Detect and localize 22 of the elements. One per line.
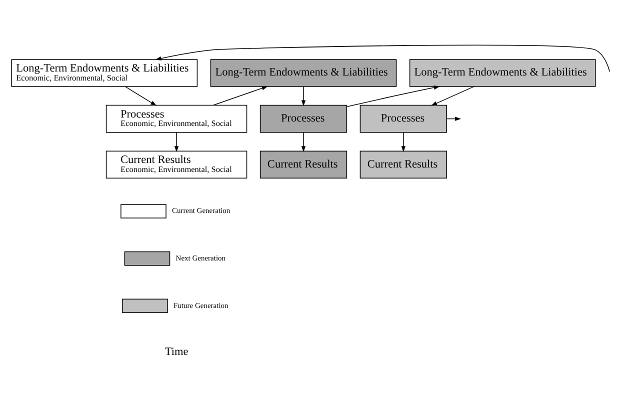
node-box: Long-Term Endowments & Liabilities Economic, Environmental, Social — [11, 59, 198, 87]
arrow — [346, 86, 440, 108]
arrow — [301, 132, 306, 152]
arrow — [301, 86, 306, 106]
legend-label: Future Generation — [174, 300, 228, 310]
arrow — [124, 86, 157, 106]
node-box: Long-Term Endowments & Liabilities — [210, 59, 397, 87]
node-box: Current Results Economic, Environmental, Social — [106, 150, 248, 179]
arrow — [155, 44, 610, 72]
node-box: Processes Economic, Environmental, Social — [106, 104, 248, 133]
node-box: Processes — [260, 104, 348, 133]
arrow — [212, 86, 268, 106]
node-box: Current Results — [260, 150, 348, 179]
node-box: Processes — [360, 104, 447, 133]
arrow — [401, 132, 406, 152]
arrow — [174, 132, 179, 152]
arrow — [431, 86, 474, 106]
label: Time — [164, 346, 188, 358]
legend-label: Next Generation — [176, 253, 226, 262]
node-box: Long-Term Endowments & Liabilities — [409, 59, 596, 87]
legend-label: Current Generation — [172, 206, 230, 216]
node-box: Current Results — [360, 150, 447, 179]
